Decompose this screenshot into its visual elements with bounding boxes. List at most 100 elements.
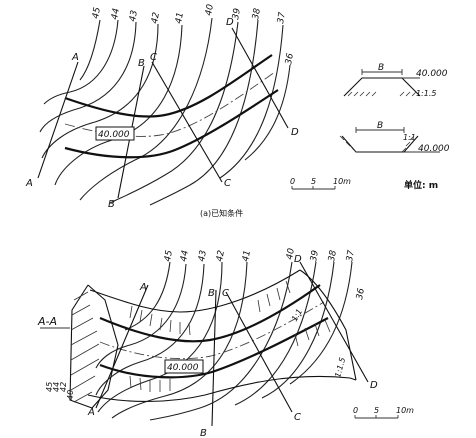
- scale-mid-bottom: 5: [374, 406, 379, 415]
- section-mark-d-bottom-bottom: D: [370, 380, 378, 391]
- contour-b-41: [111, 261, 248, 419]
- contour-label-37: 37: [276, 11, 288, 24]
- contour-36: [244, 64, 291, 161]
- section-mark-a-top-bottom: A: [139, 282, 147, 293]
- contour-label-38: 38: [251, 7, 263, 20]
- contour-b-label-38: 38: [327, 249, 339, 262]
- slope-toe-upper: [89, 269, 301, 313]
- scale-bar-top: 0 5 10m: [290, 177, 351, 190]
- road-edge-lower-bottom: [99, 317, 329, 379]
- section-mark-c-top-bottom: C: [222, 288, 229, 299]
- slope-label-1-1-5: 1:1.5: [333, 356, 347, 378]
- scale-end-bottom: 10m: [396, 406, 414, 415]
- section-line-c-bottom: [225, 291, 293, 413]
- cut-slope-label: 1:1: [403, 133, 416, 142]
- profile-label-42: 42: [59, 382, 68, 392]
- section-line-c: [151, 61, 223, 183]
- road-centerline-bottom: [99, 301, 325, 360]
- section-mark-a-bottom-bottom: A: [87, 407, 95, 418]
- road-edge-upper: [64, 54, 273, 118]
- top-caption: (a)已知条件: [200, 208, 243, 218]
- contour-b-label-44: 44: [179, 249, 191, 262]
- profile-label-40: 40: [66, 390, 75, 400]
- fill-slope-label: 1:1.5: [416, 89, 437, 98]
- profile-a-a: A-A 45 44 42 40: [37, 284, 119, 409]
- scale-zero-top: 0: [290, 177, 295, 186]
- contour-b-39: [234, 261, 317, 406]
- slope-hatching-lower: [129, 319, 331, 392]
- scale-end-top: 10m: [333, 177, 351, 186]
- section-mark-c-bottom-bottom: C: [294, 412, 301, 423]
- section-mark-b-top-bottom: B: [208, 288, 215, 299]
- contour-39: [109, 21, 239, 204]
- contour-label-44: 44: [110, 7, 122, 20]
- contour-40: [79, 17, 213, 201]
- profile-label-44: 44: [52, 382, 61, 392]
- contour-37: [219, 24, 284, 179]
- contour-45: [79, 19, 101, 81]
- section-mark-b-top: B: [138, 58, 145, 69]
- contour-b-38: [261, 261, 335, 399]
- contour-b-label-42: 42: [215, 249, 227, 262]
- contour-b-label-45: 45: [163, 249, 175, 262]
- cut-cross-section: B 40.000 1:1: [339, 121, 450, 154]
- cut-elev-label: 40.000: [418, 144, 450, 154]
- contour-label-36: 36: [284, 52, 296, 65]
- elevation-label-top: 40.000: [98, 130, 130, 140]
- bottom-plan: A-A 45 44 42 40 40.000 1:1 1:1.5 45 44 4…: [37, 247, 414, 438]
- contour-b-45: [124, 261, 171, 331]
- section-mark-a-top: A: [71, 52, 79, 63]
- contour-label-42: 42: [150, 11, 162, 24]
- contour-b-label-40: 40: [285, 247, 297, 260]
- slope-hatching-upper: [129, 280, 291, 336]
- scale-bar-bottom: 0 5 10m: [353, 406, 414, 419]
- contour-44: [43, 19, 119, 105]
- section-mark-d-top: D: [226, 17, 234, 28]
- contour-b-43: [95, 263, 205, 396]
- contour-b-label-36: 36: [355, 287, 367, 300]
- section-mark-d-top-bottom: D: [294, 254, 302, 265]
- section-mark-c-top: C: [150, 52, 157, 63]
- elevation-box-top: [95, 126, 135, 141]
- section-line-a: [37, 61, 79, 179]
- contour-43: [39, 21, 137, 133]
- contour-b-label-43: 43: [197, 249, 209, 262]
- scale-zero-bottom: 0: [353, 406, 358, 415]
- unit-label: 单位: m: [404, 179, 438, 191]
- section-mark-a-bottom: A: [25, 178, 33, 189]
- cut-width-label: B: [377, 121, 383, 131]
- slope-edge-right: [299, 269, 357, 381]
- section-line-b-bottom: [211, 289, 217, 427]
- contour-label-45: 45: [91, 6, 103, 19]
- road-edge-upper-bottom: [99, 284, 321, 343]
- top-plan: 40.000 45 44 43 42 41 40 39 38 37 36 A A…: [25, 3, 450, 218]
- section-line-a-bottom: [95, 284, 149, 409]
- contour-b-37: [289, 261, 353, 385]
- fill-elev-label: 40.000: [416, 69, 448, 79]
- scale-mid-top: 5: [311, 177, 316, 186]
- section-mark-c-bottom: C: [224, 178, 231, 189]
- contour-42: [41, 23, 159, 159]
- section-line-d: [231, 27, 289, 129]
- contour-label-41: 41: [174, 12, 186, 25]
- contour-b-44: [95, 263, 187, 369]
- section-line-d-bottom: [299, 261, 369, 383]
- fill-cross-section: B 40.000 1:1.5: [343, 63, 448, 98]
- section-mark-d-bottom: D: [291, 127, 299, 138]
- section-title-a-a: A-A: [37, 315, 57, 328]
- contour-b-label-41: 41: [241, 250, 253, 263]
- contour-b-label-37: 37: [345, 249, 357, 262]
- contour-label-40: 40: [204, 3, 216, 16]
- elevation-label-bottom: 40.000: [167, 363, 199, 373]
- section-mark-b-bottom-bottom: B: [200, 428, 207, 438]
- road-edge-lower: [64, 89, 279, 159]
- contour-label-43: 43: [128, 9, 140, 22]
- contour-41: [54, 24, 183, 186]
- fill-width-label: B: [378, 63, 384, 73]
- elevation-box-bottom: [164, 359, 204, 374]
- contour-b-label-39: 39: [309, 249, 321, 262]
- contour-label-39: 39: [231, 7, 243, 20]
- profile-label-45: 45: [45, 382, 54, 392]
- section-mark-b-bottom: B: [108, 199, 115, 210]
